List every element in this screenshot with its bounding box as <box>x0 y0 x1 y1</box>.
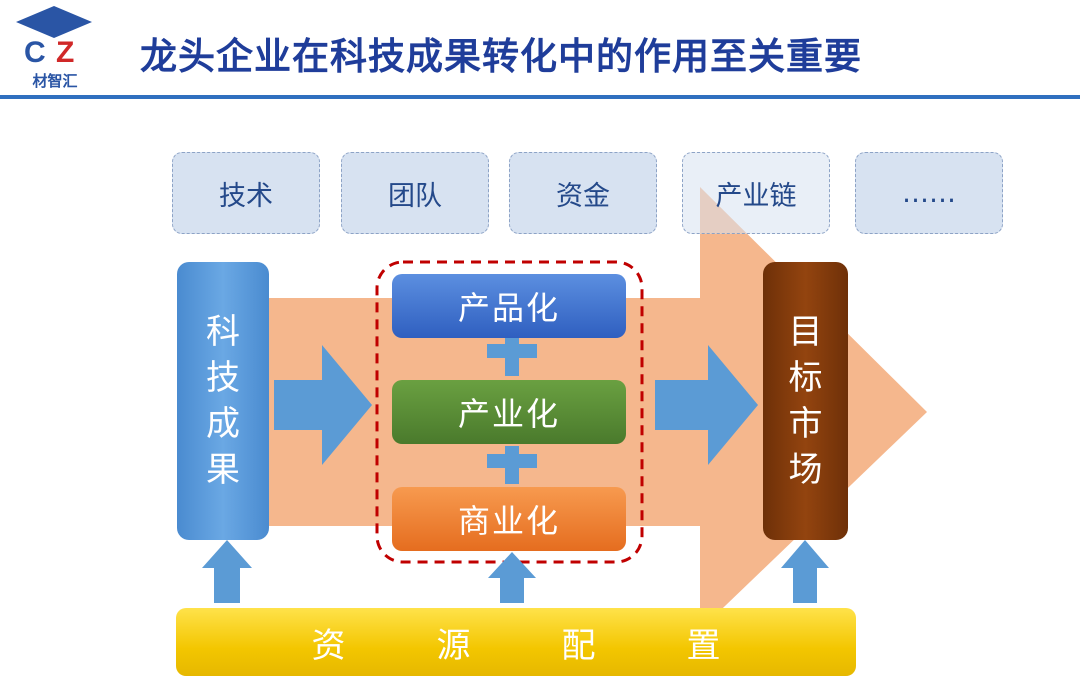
factor-capital: 资金 <box>509 152 657 234</box>
target-char: 标 <box>788 358 823 398</box>
stage-productization: 产品化 <box>392 274 626 338</box>
logo-cap-shape <box>16 6 92 38</box>
arrow-up-3 <box>781 540 829 603</box>
svg-text:Z: Z <box>56 36 74 69</box>
plus-icon-2 <box>487 446 537 484</box>
target-market-box: 目 标 市 场 <box>763 262 848 540</box>
arrow-up-2 <box>488 552 536 603</box>
resource-char: 资 <box>311 625 346 666</box>
factor-technology: 技术 <box>172 152 320 234</box>
header-divider <box>0 95 1080 99</box>
page-title: 龙头企业在科技成果转化中的作用至关重要 <box>140 35 862 78</box>
source-box: 科 技 成 果 <box>177 262 269 540</box>
source-char: 果 <box>206 450 240 490</box>
target-char: 市 <box>788 404 823 444</box>
logo: C Z <box>14 4 94 92</box>
arrow-right-1 <box>274 345 372 465</box>
plus-icon-1 <box>487 338 537 376</box>
resource-char: 源 <box>436 625 471 666</box>
resource-char: 置 <box>686 625 721 666</box>
target-char: 目 <box>788 312 823 352</box>
stage-commercialization: 商业化 <box>392 487 626 551</box>
factor-industry-chain: 产业链 <box>682 152 830 234</box>
logo-text: 材智汇 <box>32 72 78 90</box>
factor-more: …… <box>855 152 1003 234</box>
arrow-right-2 <box>655 345 758 465</box>
resource-allocation-bar: 资 源 配 置 <box>176 608 856 676</box>
source-char: 成 <box>206 404 240 444</box>
stage-industrialization: 产业化 <box>392 380 626 444</box>
factor-team: 团队 <box>341 152 489 234</box>
svg-text:C: C <box>24 36 46 69</box>
source-char: 技 <box>206 358 240 398</box>
target-char: 场 <box>788 450 823 490</box>
resource-char: 配 <box>561 625 596 666</box>
arrow-up-1 <box>202 540 252 603</box>
source-char: 科 <box>206 312 240 352</box>
